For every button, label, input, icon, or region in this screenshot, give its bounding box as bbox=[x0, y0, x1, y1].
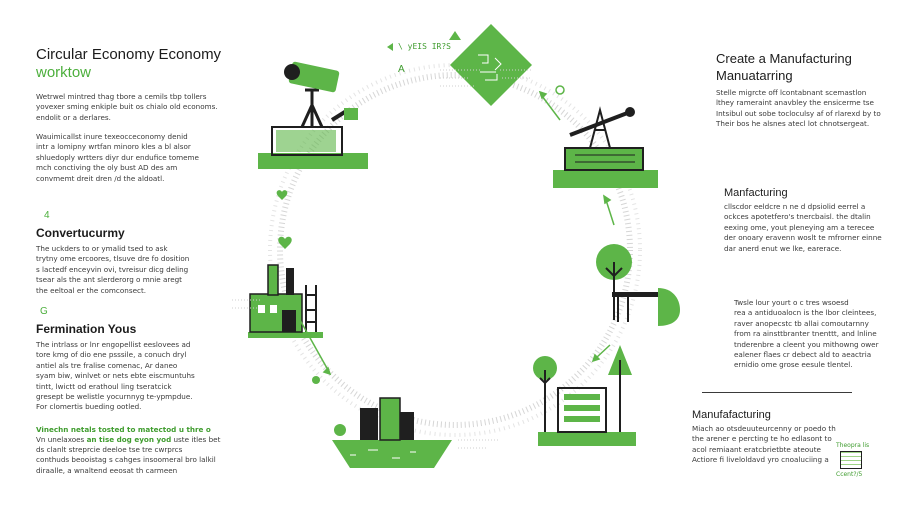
badge-document-icon: Theopra lis Ccent?/5 bbox=[836, 442, 872, 484]
ring-dotted-text bbox=[232, 69, 532, 449]
leaf-icons bbox=[276, 85, 565, 384]
diamond-recycle-icon bbox=[387, 23, 533, 107]
building-trees-icon bbox=[533, 345, 636, 446]
dotted-cycle-ring bbox=[268, 63, 642, 437]
oil-pump-jack-icon bbox=[258, 61, 368, 169]
intro-text: Wetrwel mintred thag tbore a cemils tbp … bbox=[36, 92, 218, 122]
diagram-small-label: A bbox=[398, 64, 405, 75]
right-divider bbox=[702, 392, 852, 393]
section1-number: 4 bbox=[44, 210, 50, 221]
highlight-line: Vinechn netals tosted to matectod u thre… bbox=[36, 425, 211, 434]
document-icon bbox=[840, 451, 862, 469]
paragraph-2: Wauimicallst inure texeocceconomy denid … bbox=[36, 132, 199, 183]
right-section2-body: Twsle lour yourt o c tres wsoesd rea a a… bbox=[734, 298, 879, 370]
section2-body: The intrlass or lnr engopellist eeslovee… bbox=[36, 340, 195, 412]
right-section1-body: cllscdor eeldcre n ne d dpsiolid eerrel … bbox=[724, 202, 882, 253]
factory-derrick-icon bbox=[553, 106, 658, 188]
highlight-mixed-line: Vn unelaxoes an tise dog eyon yod uste i… bbox=[36, 435, 221, 444]
final-body: ds clanlt streprcie deeloe tse tre cwrpr… bbox=[36, 445, 216, 475]
page-title: Circular Economy Economy worktow bbox=[36, 46, 222, 81]
right-title: Create a Manufacturing Manuatarring bbox=[716, 51, 852, 83]
right-section3-body: Miach ao otsdeuuteurcenny or poedo th th… bbox=[692, 424, 836, 465]
badge-top-label: Theopra lis bbox=[836, 442, 870, 449]
tree-rack-icon bbox=[596, 244, 680, 326]
right-section3-title: Manufafacturing bbox=[692, 409, 771, 421]
cycle-arrows bbox=[299, 90, 615, 376]
right-intro: Stelle migrcte off lcontabnant scemastlo… bbox=[716, 88, 881, 129]
right-section1-title: Manfacturing bbox=[724, 187, 788, 199]
diagram-top-label: \ yEIS IR?S bbox=[398, 42, 451, 51]
section2-title: Fermination Yous bbox=[36, 322, 137, 336]
city-planter-icon bbox=[332, 397, 452, 468]
badge-bottom-label: Ccent?/5 bbox=[836, 471, 863, 478]
section2-number: G bbox=[40, 306, 48, 317]
factory-building-icon bbox=[248, 264, 323, 338]
section1-body: The uckders to or ymalid tsed to ask try… bbox=[36, 244, 190, 295]
section1-title: Convertucurmy bbox=[36, 226, 125, 240]
